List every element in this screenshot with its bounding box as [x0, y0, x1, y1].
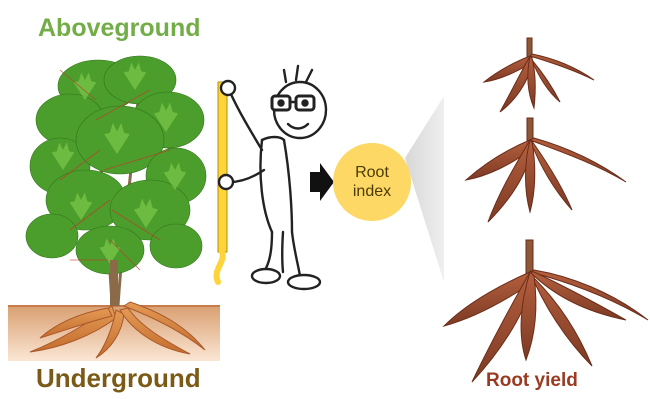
root-index-circle: Root index	[333, 143, 411, 221]
projection-cone	[405, 96, 444, 282]
measuring-person-icon	[216, 66, 326, 289]
aboveground-label: Aboveground	[38, 14, 201, 43]
cassava-plant-icon	[26, 56, 206, 306]
arrow-right-icon	[310, 163, 334, 201]
root-cluster-icon	[444, 38, 648, 382]
underground-label: Underground	[36, 363, 201, 394]
root-yield-label: Root yield	[486, 370, 578, 392]
root-index-line2: index	[353, 182, 391, 201]
root-index-line1: Root	[355, 163, 389, 182]
